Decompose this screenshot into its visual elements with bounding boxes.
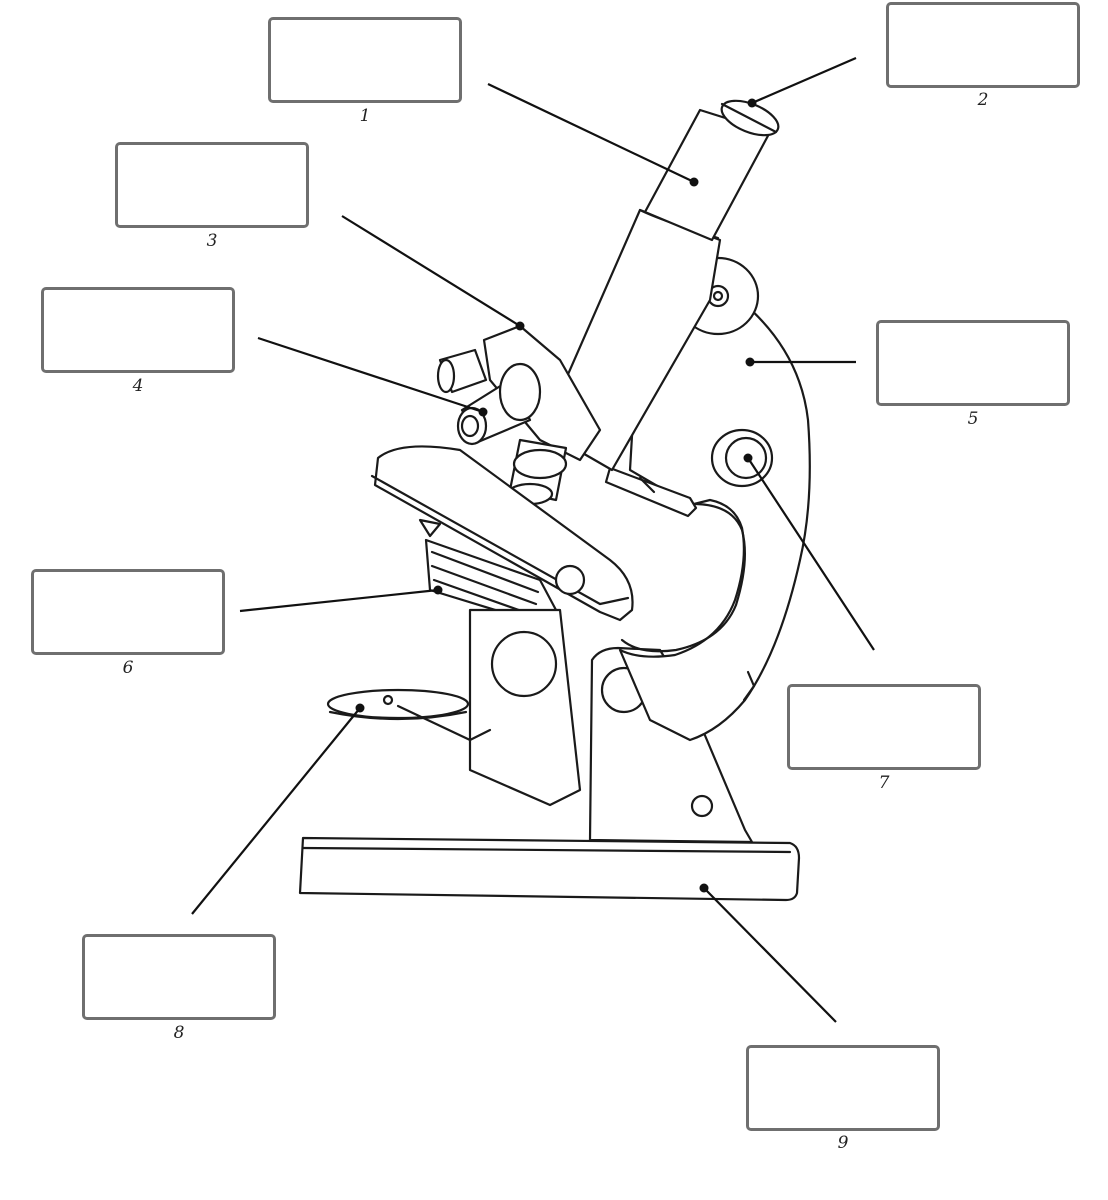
microscope-stage	[370, 445, 634, 622]
label-number-8: 8	[173, 1023, 185, 1043]
label-number-5: 5	[967, 409, 979, 429]
leader-line-2	[751, 56, 857, 105]
microscope-base	[298, 836, 801, 902]
label-number-7: 7	[878, 773, 890, 793]
label-box-1[interactable]	[268, 17, 462, 103]
label-number-6: 6	[122, 658, 134, 678]
leader-line-3	[341, 215, 521, 327]
microscope-body-tube	[546, 99, 780, 472]
microscope-pillar	[588, 646, 754, 844]
label-box-6[interactable]	[31, 569, 225, 655]
leader-dot-9	[699, 883, 709, 893]
leader-line-1	[487, 83, 695, 183]
microscope-nosepiece	[436, 324, 602, 506]
leader-dot-8	[355, 703, 365, 713]
label-number-1: 1	[359, 106, 371, 126]
label-box-9[interactable]	[746, 1045, 940, 1131]
label-number-3: 3	[206, 231, 218, 251]
leader-dot-3	[515, 321, 525, 331]
leader-line-9	[703, 887, 837, 1023]
label-number-9: 9	[837, 1133, 849, 1153]
leader-dot-5	[745, 357, 755, 367]
label-box-3[interactable]	[115, 142, 309, 228]
leader-line-8	[191, 707, 361, 915]
label-box-7[interactable]	[787, 684, 981, 770]
label-number-4: 4	[132, 376, 144, 396]
microscope-condenser	[424, 538, 582, 807]
label-box-4[interactable]	[41, 287, 235, 373]
leader-dot-1	[689, 177, 699, 187]
leader-line-6	[239, 588, 439, 613]
leader-line-7	[747, 457, 875, 651]
label-number-2: 2	[977, 90, 989, 110]
leader-dot-7	[743, 453, 753, 463]
leader-dot-6	[433, 585, 443, 595]
leader-line-4	[257, 336, 484, 414]
leader-dot-4	[478, 407, 488, 417]
label-box-2[interactable]	[886, 2, 1080, 88]
label-box-5[interactable]	[876, 320, 1070, 406]
label-box-8[interactable]	[82, 934, 276, 1020]
leader-dot-2	[747, 98, 757, 108]
